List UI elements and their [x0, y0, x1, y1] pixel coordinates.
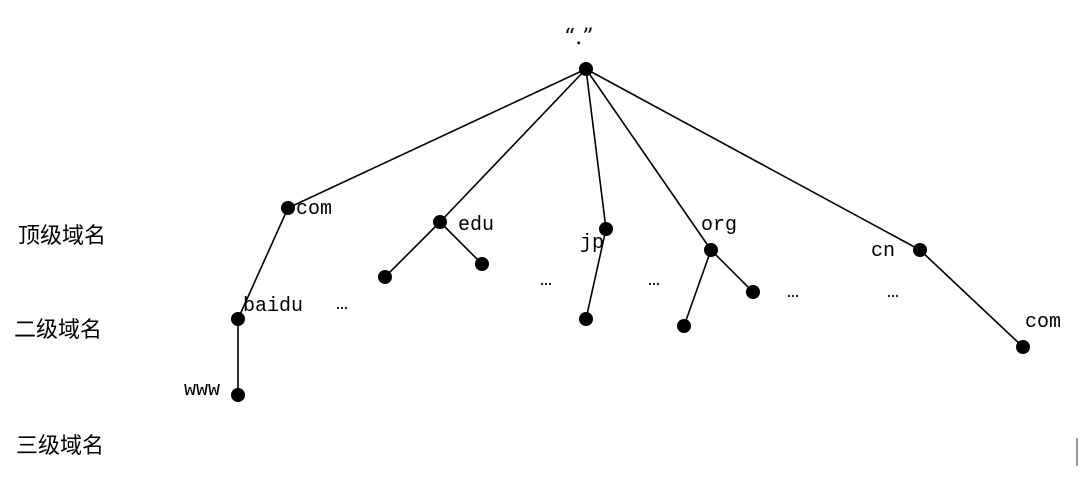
label-baidu: baidu [243, 295, 303, 318]
level-label-second: 二级域名 [14, 318, 102, 343]
edge-root-cn [585, 68, 921, 251]
root-label: “.” [564, 25, 594, 50]
node-jp [599, 222, 613, 236]
node-jp-child [579, 312, 593, 326]
ellipsis-org-right: … [787, 281, 799, 304]
node-edu [433, 215, 447, 229]
edge-cn-com [919, 249, 1024, 348]
edge-jp-child [585, 228, 607, 320]
label-cn: cn [871, 240, 895, 263]
edge-root-com [287, 68, 587, 209]
edge-edu-right [439, 221, 483, 265]
node-cn-com [1016, 340, 1030, 354]
node-edu-left [378, 270, 392, 284]
node-edu-right [475, 257, 489, 271]
ellipsis-org-left: … [648, 269, 660, 292]
node-www [231, 388, 245, 402]
ellipsis-cn-left: … [887, 281, 899, 304]
label-org: org [701, 214, 737, 237]
node-baidu [231, 312, 245, 326]
edge-root-edu [439, 68, 587, 223]
level-label-third: 三级域名 [16, 434, 104, 459]
node-cn [913, 243, 927, 257]
ellipsis-jp-left: … [540, 269, 552, 292]
tree-nodes [231, 62, 1030, 402]
edge-root-org [585, 68, 712, 251]
edge-com-baidu [237, 207, 289, 320]
edge-edu-left [384, 221, 441, 278]
edge-root-jp [585, 68, 607, 230]
label-com: com [296, 198, 332, 221]
node-org [704, 243, 718, 257]
level-label-top: 顶级域名 [18, 224, 106, 249]
label-cn-com: com [1025, 311, 1061, 334]
node-com [281, 201, 295, 215]
edge-org-left [683, 249, 712, 327]
label-edu: edu [458, 214, 494, 237]
node-org-right [746, 285, 760, 299]
edge-org-right [710, 249, 754, 293]
label-www: www [184, 379, 220, 402]
node-root [579, 62, 593, 76]
ellipsis-baidu-siblings: … [336, 293, 348, 316]
label-jp: jp [580, 232, 604, 255]
node-org-left [677, 319, 691, 333]
tree-edges [237, 68, 1024, 395]
